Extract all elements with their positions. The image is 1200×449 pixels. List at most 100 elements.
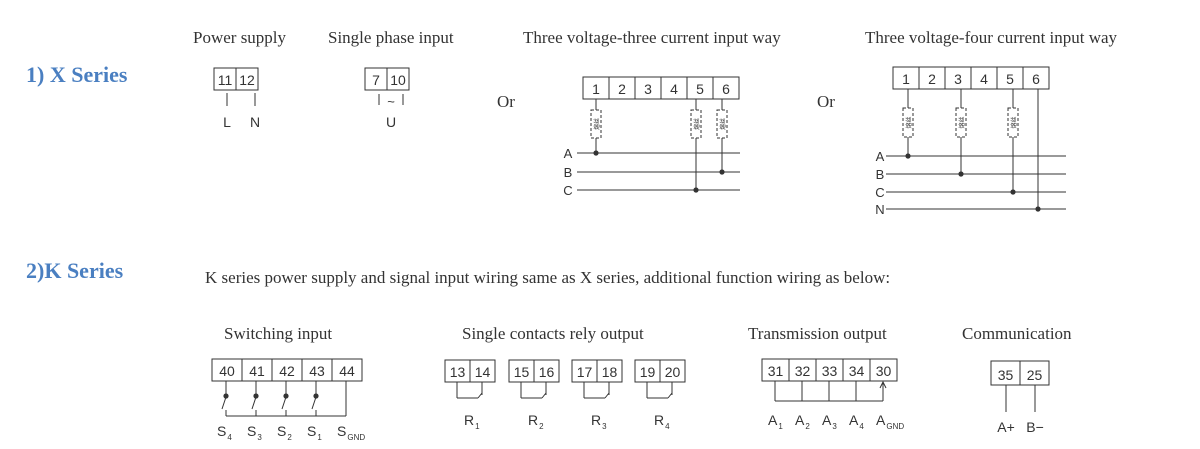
power-supply-caption: Power supply xyxy=(193,28,287,47)
junction-dot xyxy=(313,393,319,399)
switching-label-S1: S1 xyxy=(307,423,322,442)
three-v-three-c-caption: Three voltage-three current input way xyxy=(523,28,781,47)
power-supply-label-L: L xyxy=(223,114,231,130)
transmission-terminal-33: 33 xyxy=(822,363,838,379)
junction-dot xyxy=(253,393,259,399)
switch-contact xyxy=(221,396,227,410)
transmission-label-A2: A2 xyxy=(795,412,810,431)
three-v-four-c-terminal-3: 3 xyxy=(954,71,962,87)
relay-2-terminal-16: 16 xyxy=(539,364,555,380)
three-v-three-c-terminal-1: 1 xyxy=(592,81,600,97)
k-series-heading: 2)K Series xyxy=(26,258,124,283)
fuse xyxy=(902,107,914,138)
transmission-terminal-34: 34 xyxy=(849,363,865,379)
transmission-terminal-31: 31 xyxy=(768,363,784,379)
fuse-label: 熔丝 xyxy=(719,118,727,130)
communication-label-0: A+ xyxy=(997,419,1015,435)
arrow-icon xyxy=(879,380,887,389)
single-phase-label: U xyxy=(386,114,396,130)
relay-2-terminal-15: 15 xyxy=(514,364,530,380)
junction-dot xyxy=(958,171,964,177)
three-v-four-c-line-label-B: B xyxy=(876,167,885,182)
power-supply-terminal-11: 11 xyxy=(218,72,233,88)
junction-dot xyxy=(905,153,911,159)
transmission-terminal-30: 30 xyxy=(876,363,892,379)
fuse-label: 熔丝 xyxy=(905,116,913,128)
relay-output-caption: Single contacts rely output xyxy=(462,324,644,343)
switch-contact xyxy=(311,396,317,410)
transmission-label-A3: A3 xyxy=(822,412,837,431)
three-v-three-c-terminal-5: 5 xyxy=(696,81,704,97)
single-phase-caption: Single phase input xyxy=(328,28,454,47)
switching-input-terminal-42: 42 xyxy=(279,363,295,379)
junction-dot xyxy=(223,393,229,399)
relay-contact xyxy=(541,392,547,399)
relay-contact xyxy=(604,392,610,399)
relay-label-R4: R4 xyxy=(654,412,670,431)
three-v-four-c-terminal-6: 6 xyxy=(1032,71,1040,87)
junction-dot xyxy=(283,393,289,399)
relay-3-terminal-18: 18 xyxy=(602,364,618,380)
switching-input-terminal-44: 44 xyxy=(339,363,355,379)
three-v-four-c-line-label-N: N xyxy=(875,202,884,217)
or-label-2: Or xyxy=(817,92,835,111)
transmission-label-A1: A1 xyxy=(768,412,783,431)
three-v-four-c-line-label-A: A xyxy=(876,149,885,164)
single-phase-terminal-7: 7 xyxy=(372,72,380,88)
power-supply-terminal-12: 12 xyxy=(239,72,255,88)
switching-input-terminal-41: 41 xyxy=(249,363,265,379)
communication-caption: Communication xyxy=(962,324,1072,343)
relay-contact xyxy=(477,392,483,399)
x-series-heading: 1) X Series xyxy=(26,62,128,87)
fuse xyxy=(955,107,967,138)
junction-dot xyxy=(693,187,699,193)
three-v-three-c-terminal-3: 3 xyxy=(644,81,652,97)
relay-1-terminal-14: 14 xyxy=(475,364,491,380)
three-v-four-c-caption: Three voltage-four current input way xyxy=(865,28,1118,47)
single-phase-terminal-10: 10 xyxy=(390,72,406,88)
fuse-label: 熔丝 xyxy=(1010,116,1018,128)
k-series-description: K series power supply and signal input w… xyxy=(205,268,891,287)
junction-dot xyxy=(719,169,725,175)
switch-contact xyxy=(281,396,287,410)
switching-label-S3: S3 xyxy=(247,423,262,442)
switching-label-S4: S4 xyxy=(217,423,232,442)
switch-contact xyxy=(251,396,257,410)
relay-label-R2: R2 xyxy=(528,412,544,431)
relay-4-terminal-20: 20 xyxy=(665,364,681,380)
three-v-three-c-terminal-2: 2 xyxy=(618,81,626,97)
relay-1-terminal-13: 13 xyxy=(450,364,466,380)
transmission-output-caption: Transmission output xyxy=(748,324,887,343)
relay-contact xyxy=(667,392,673,399)
three-v-three-c-line-label-B: B xyxy=(564,165,573,180)
junction-dot xyxy=(593,150,599,156)
three-v-four-c-line-label-C: C xyxy=(875,185,884,200)
relay-4-terminal-19: 19 xyxy=(640,364,656,380)
three-v-three-c-terminal-6: 6 xyxy=(722,81,730,97)
power-supply-label-N: N xyxy=(250,114,260,130)
three-v-four-c-terminal-5: 5 xyxy=(1006,71,1014,87)
three-v-four-c-terminal-4: 4 xyxy=(980,71,988,87)
switching-input-block xyxy=(211,358,363,382)
communication-terminal-35: 35 xyxy=(998,367,1014,383)
relay-label-R1: R1 xyxy=(464,412,480,431)
switching-label-S2: S2 xyxy=(277,423,292,442)
transmission-terminal-32: 32 xyxy=(795,363,811,379)
three-v-three-c-terminal-4: 4 xyxy=(670,81,678,97)
fuse xyxy=(1007,107,1019,138)
switching-label-SGND: SGND xyxy=(337,423,365,442)
relay-label-R3: R3 xyxy=(591,412,607,431)
switching-input-terminal-40: 40 xyxy=(219,363,235,379)
three-v-three-c-line-label-C: C xyxy=(563,183,572,198)
single-phase-symbol: ~ xyxy=(387,94,395,109)
switching-input-caption: Switching input xyxy=(224,324,333,343)
junction-dot xyxy=(1010,189,1016,195)
fuse-label: 熔丝 xyxy=(958,116,966,128)
transmission-label-A4: A4 xyxy=(849,412,864,431)
or-label-1: Or xyxy=(497,92,515,111)
communication-terminal-25: 25 xyxy=(1027,367,1043,383)
three-v-four-c-terminal-2: 2 xyxy=(928,71,936,87)
three-v-three-c-line-label-A: A xyxy=(564,146,573,161)
communication-label-1: B− xyxy=(1026,419,1044,435)
